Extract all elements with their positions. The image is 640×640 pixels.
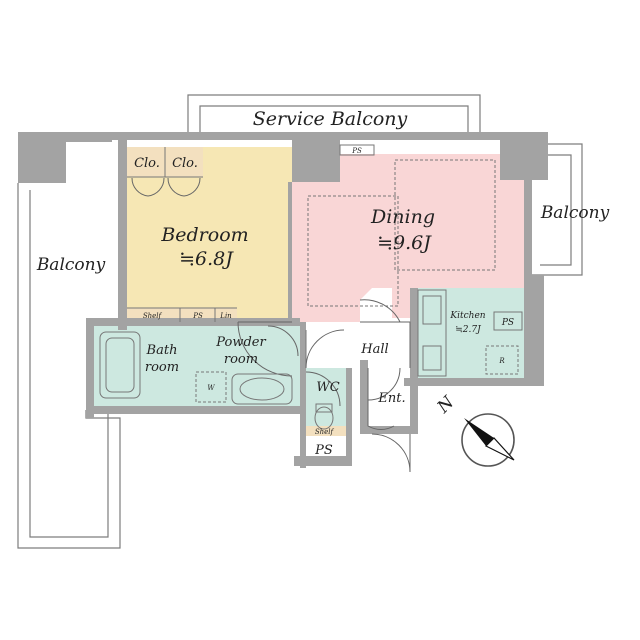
powder-room-label-2: room xyxy=(224,352,258,367)
bedroom-details xyxy=(127,147,293,377)
bath-area xyxy=(94,326,188,406)
linen-label: Lin xyxy=(219,312,232,320)
kitchen-size: ≒2.7J xyxy=(455,325,482,335)
hall-label: Hall xyxy=(360,342,388,357)
ps-label-bedroom: PS xyxy=(192,312,203,320)
service-balcony xyxy=(187,94,481,132)
bedroom-label: Bedroom xyxy=(160,224,248,246)
bath-label-2: room xyxy=(145,360,179,375)
left-balcony-label: Balcony xyxy=(36,255,106,275)
ps-label-kitchen: PS xyxy=(501,318,514,328)
closet-label-2: Clo. xyxy=(172,156,198,171)
wc-shelf-label: Shelf xyxy=(315,428,335,436)
dining-size: ≒9.6J xyxy=(377,232,432,254)
washer-label: W xyxy=(207,384,215,392)
refrigerator-label: R xyxy=(498,357,505,365)
bath-label: Bath xyxy=(146,343,178,358)
wc-label: WC xyxy=(316,380,339,395)
walls xyxy=(18,132,548,468)
bath-fixtures xyxy=(99,325,299,405)
ps-label-top: PS xyxy=(351,147,362,155)
wc-shelf-area xyxy=(300,426,346,436)
ps-label-bottom: PS xyxy=(314,443,333,458)
right-balcony-label: Balcony xyxy=(540,203,610,223)
entrance-label: Ent. xyxy=(377,391,405,406)
kitchen-fixtures xyxy=(417,289,523,377)
compass-rose xyxy=(461,413,515,467)
compass-north-label: N xyxy=(433,392,459,418)
dining-label: Dining xyxy=(370,206,435,228)
closet-label-1: Clo. xyxy=(134,156,160,171)
wc-area xyxy=(300,368,346,426)
kitchen-label: Kitchen xyxy=(449,311,485,321)
powder-room-area xyxy=(188,326,300,406)
wc-fixtures xyxy=(305,371,341,430)
entrance-doors xyxy=(367,367,411,473)
shelf-label: Shelf xyxy=(143,312,163,320)
right-balcony xyxy=(530,143,583,276)
service-balcony-label: Service Balcony xyxy=(253,108,408,130)
bedroom-size: ≒6.8J xyxy=(179,248,234,270)
dining-details xyxy=(305,144,496,369)
powder-room-label: Powder xyxy=(215,335,266,350)
kitchen-area xyxy=(418,288,524,378)
